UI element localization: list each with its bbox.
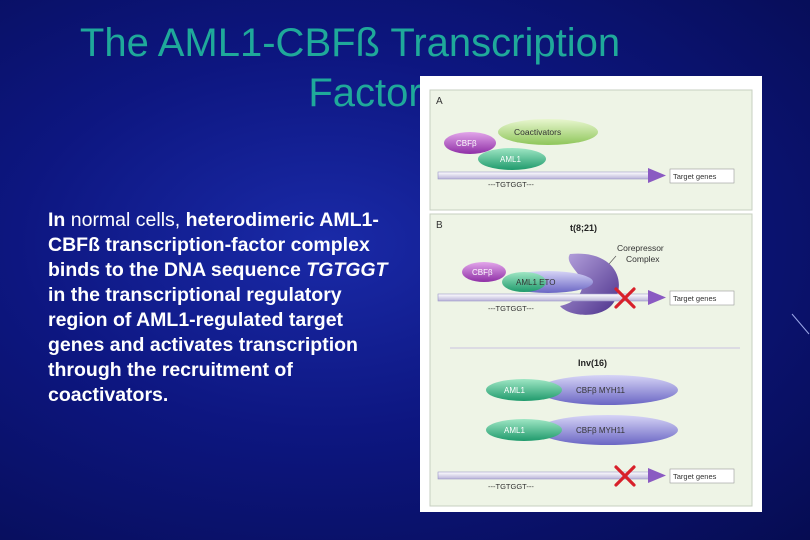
panel-a-letter: A [436,96,443,107]
target-genes-box-a [669,168,735,184]
dna-strand-a [437,171,657,180]
sequence-label-b1: ---TGTGGT--- [488,304,534,313]
cbfb-protein-a [444,132,496,154]
panel-b-letter: B [436,220,443,231]
aml1-eto-label: AML1 ETO [516,278,555,287]
dna-arrow-b2 [648,468,666,483]
aml1-label-b1: AML1 [504,386,525,395]
target-genes-label-a: Target genes [673,172,717,181]
repression-x-icon-1 [614,287,636,309]
figure-panel: A Coactivators CBFβ AML1 ---TGTGGT--- Ta… [420,76,762,512]
dna-arrow-b1 [648,290,666,305]
corepressor-label-line-2: Complex [626,254,660,264]
panel-a: A Coactivators CBFβ AML1 ---TGTGGT--- Ta… [429,89,753,211]
dna-arrow-a [648,168,666,183]
cbf-myh11-label-1: CBFβ MYH11 [576,386,625,395]
inv16-label: Inv(16) [578,358,607,368]
target-genes-label-b1: Target genes [673,294,717,303]
corepressor-label-line-1: Corepressor [617,243,664,253]
body-part-3: heterodimeric AML1-CBFß transcription-fa… [48,209,379,281]
cbfb-label-a: CBFβ [456,139,477,148]
aml1-protein-b2 [486,419,562,441]
sequence-label-a: ---TGTGGT--- [488,180,534,189]
coactivators-label: Coactivators [514,127,561,137]
body-part-sequence: TGTGGT [306,259,388,281]
title-line-2: Factor [308,71,422,115]
t821-label: t(8;21) [570,223,597,233]
target-genes-box-b1 [669,290,735,306]
myh11-protein-1 [538,375,678,405]
aml1-protein-b1 [486,379,562,401]
cbfb-protein-b [462,262,506,282]
repression-x-icon-2 [614,465,636,487]
decorative-line [791,313,810,335]
aml1-label-a: AML1 [500,155,521,164]
body-part-1: In [48,209,71,231]
aml1-label-b2: AML1 [504,426,525,435]
title-line-1: The AML1-CBFß Transcription [79,21,621,65]
panel-b: B t(8;21) Corepressor Complex AML1 ETO C… [429,213,753,507]
coactivators-protein [498,119,598,145]
target-genes-box-b2 [669,468,735,484]
aml1-part-of-fusion [502,272,546,292]
slide-title: The AML1-CBFß Transcription Factor [0,18,700,118]
body-part-5: in the transcriptional regulatory region… [48,284,358,406]
myh11-protein-2 [538,415,678,445]
target-genes-label-b2: Target genes [673,472,717,481]
sequence-label-b2: ---TGTGGT--- [488,482,534,491]
body-part-normal-cells: normal cells, [70,209,181,231]
cbf-myh11-label-2: CBFβ MYH11 [576,426,625,435]
body-paragraph: In normal cells, heterodimeric AML1-CBFß… [48,208,393,408]
aml1-protein-a [478,148,546,170]
cbfb-label-b: CBFβ [472,268,493,277]
